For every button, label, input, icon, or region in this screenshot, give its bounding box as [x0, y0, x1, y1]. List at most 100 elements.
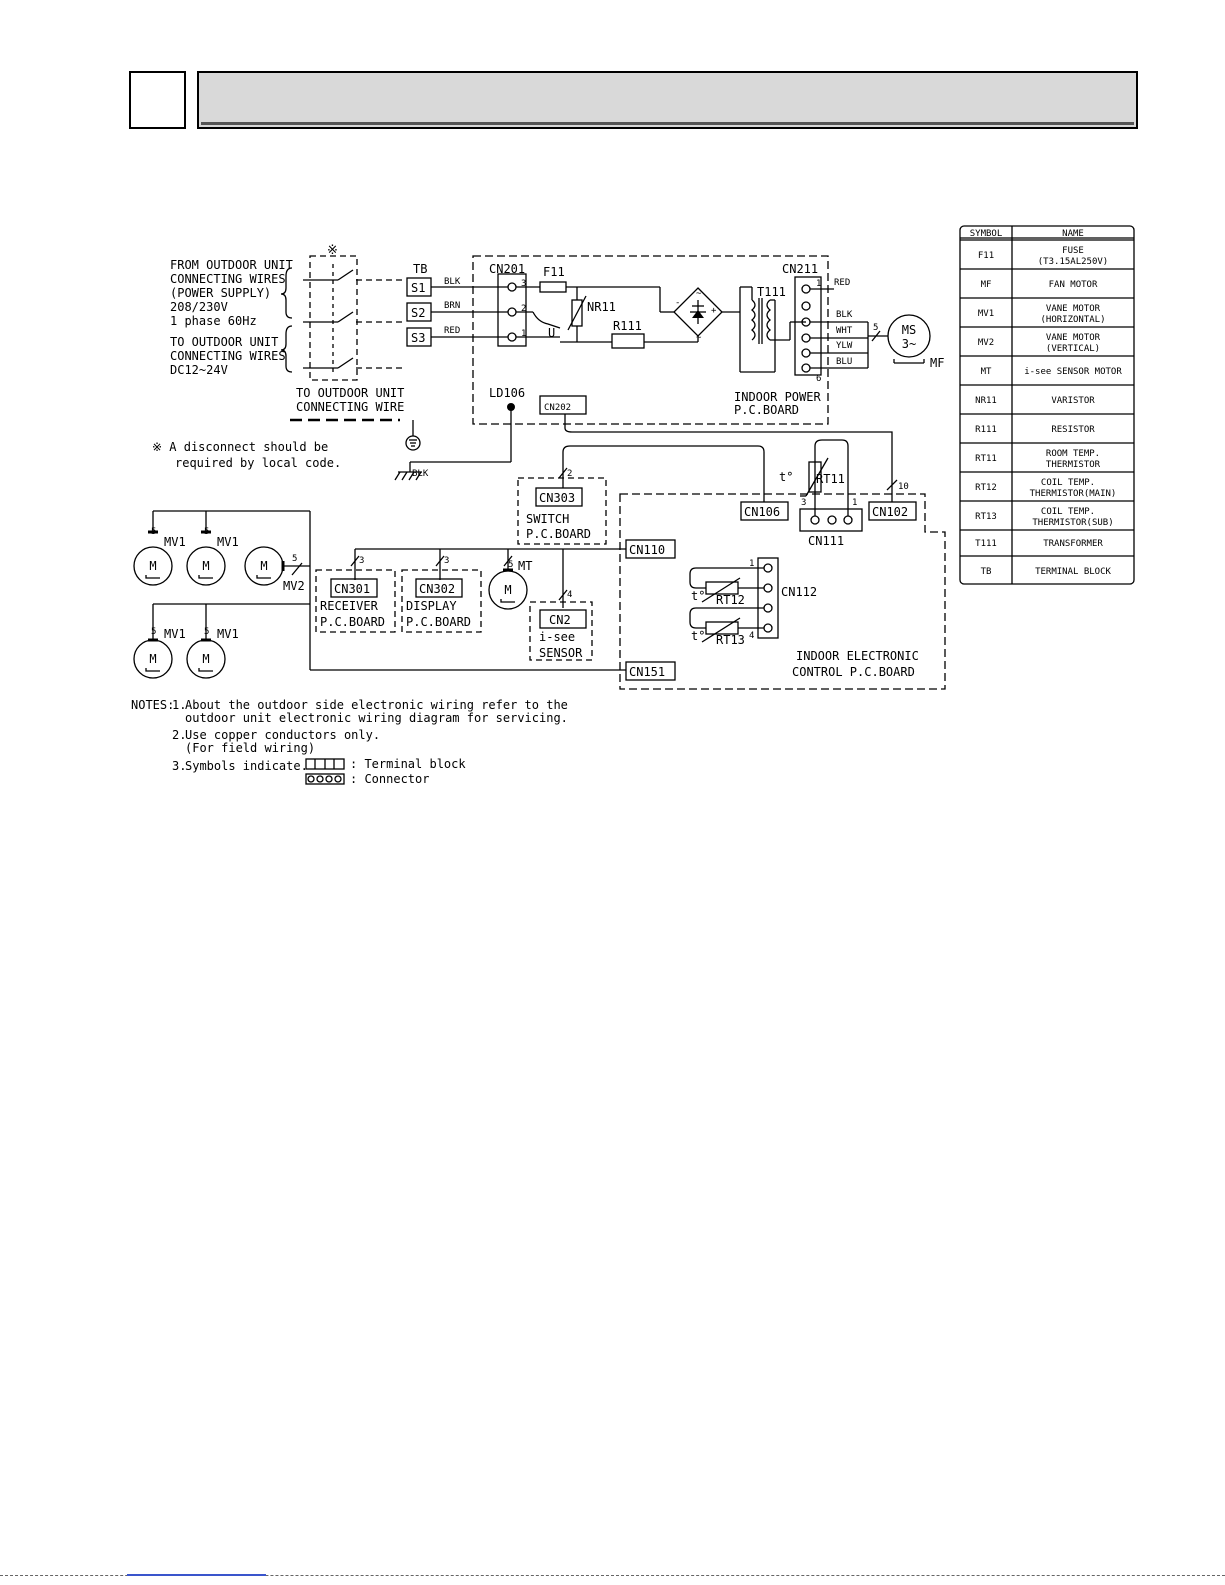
svg-text:RT13: RT13: [975, 512, 997, 522]
svg-text:TO OUTDOOR UNIT: TO OUTDOOR UNIT: [170, 335, 278, 349]
svg-text:TO OUTDOOR UNIT: TO OUTDOOR UNIT: [296, 386, 404, 400]
svg-text:CONNECTING WIRES: CONNECTING WIRES: [170, 349, 286, 363]
page-bottom-rule: [0, 1575, 1225, 1576]
svg-text:CN106: CN106: [744, 505, 780, 519]
svg-text:1: 1: [749, 559, 754, 569]
svg-text:+: +: [711, 306, 717, 316]
svg-text:R111: R111: [613, 319, 642, 333]
control-board-text: CN106 CN102 10 CN111 3 1 RT11 t° CN110 C…: [629, 470, 919, 679]
svg-text:U: U: [548, 326, 555, 340]
svg-text:5: 5: [151, 627, 156, 637]
svg-text:CN151: CN151: [629, 665, 665, 679]
svg-text:MV1: MV1: [164, 535, 186, 549]
svg-text:RT11: RT11: [816, 472, 845, 486]
svg-text:1: 1: [852, 498, 857, 508]
svg-text:COIL TEMP.: COIL TEMP.: [1041, 478, 1095, 488]
page-bottom-link-line: [127, 1574, 266, 1576]
svg-text:CN111: CN111: [808, 534, 844, 548]
svg-text:P.C.BOARD: P.C.BOARD: [526, 527, 591, 541]
cn302-connector: [415, 578, 463, 598]
svg-text:outdoor unit electronic wiring: outdoor unit electronic wiring diagram f…: [185, 711, 568, 725]
svg-text:t°: t°: [691, 629, 705, 643]
notes: NOTES: 1. About the outdoor side electro…: [131, 698, 568, 786]
fan-motor-mf: [887, 314, 931, 358]
svg-text:CN102: CN102: [872, 505, 908, 519]
svg-text:6: 6: [816, 374, 821, 384]
power-board-text: CN201 3 2 1 F11 NR11 U R111 T111 CN211 1…: [489, 262, 821, 417]
svg-text:RT12: RT12: [716, 593, 745, 607]
cn111-connector: [799, 508, 863, 532]
svg-text:CN201: CN201: [489, 262, 525, 276]
svg-text:required by local code.: required by local code.: [175, 456, 341, 470]
svg-text:BLK: BLK: [412, 469, 429, 479]
svg-text:S3: S3: [411, 331, 425, 345]
svg-text:DISPLAY: DISPLAY: [406, 599, 457, 613]
svg-text:T111: T111: [757, 285, 786, 299]
svg-text:TERMINAL BLOCK: TERMINAL BLOCK: [1035, 567, 1111, 577]
svg-text:M: M: [202, 559, 209, 573]
svg-text:BLK: BLK: [444, 277, 461, 287]
svg-text:i-see SENSOR MOTOR: i-see SENSOR MOTOR: [1024, 367, 1122, 377]
svg-text:3.: 3.: [172, 759, 186, 773]
svg-text:3: 3: [521, 279, 526, 289]
svg-text:5: 5: [204, 527, 209, 537]
svg-text:~: ~: [696, 333, 702, 343]
cn201-connector: [497, 273, 527, 347]
svg-text:(VERTICAL): (VERTICAL): [1046, 344, 1100, 354]
legend-text: SYMBOL NAME F11 FUSE (T3.15AL250V) MF FA…: [970, 229, 1123, 577]
svg-text:Use copper conductors only.: Use copper conductors only.: [185, 728, 380, 742]
svg-text:ROOM TEMP.: ROOM TEMP.: [1046, 449, 1100, 459]
cn301-connector: [330, 578, 378, 598]
control-board: [619, 493, 946, 690]
svg-text:3: 3: [801, 498, 806, 508]
indoor-power-board: [472, 255, 829, 425]
svg-text:RT12: RT12: [975, 483, 997, 493]
svg-text:2: 2: [521, 304, 526, 314]
svg-text:CN110: CN110: [629, 543, 665, 557]
svg-text:RT13: RT13: [716, 633, 745, 647]
svg-text:CN211: CN211: [782, 262, 818, 276]
svg-text:5: 5: [508, 560, 513, 570]
svg-text:CN2: CN2: [549, 613, 571, 627]
cn211-connector: [794, 276, 822, 376]
svg-text:3~: 3~: [902, 337, 916, 351]
svg-text:FROM OUTDOOR UNIT: FROM OUTDOOR UNIT: [170, 258, 293, 272]
svg-text:CONNECTING WIRE: CONNECTING WIRE: [296, 400, 404, 414]
svg-text:SYMBOL: SYMBOL: [970, 229, 1003, 239]
isee-sensor: [529, 601, 593, 661]
svg-text:(T3.15AL250V): (T3.15AL250V): [1038, 257, 1108, 267]
svg-text:CN112: CN112: [781, 585, 817, 599]
svg-text:S1: S1: [411, 281, 425, 295]
cn106-connector: [740, 501, 789, 521]
supply-text: FROM OUTDOOR UNIT CONNECTING WIRES (POWE…: [152, 243, 404, 470]
svg-text:P.C.BOARD: P.C.BOARD: [320, 615, 385, 629]
svg-text:M: M: [504, 583, 511, 597]
cn202-connector: [539, 395, 587, 415]
svg-text:3: 3: [359, 556, 364, 566]
section-number-box: [129, 71, 186, 129]
svg-text:5: 5: [204, 627, 209, 637]
svg-text:3: 3: [444, 556, 449, 566]
svg-text:About the outdoor side electro: About the outdoor side electronic wiring…: [185, 698, 568, 712]
svg-text:5: 5: [151, 527, 156, 537]
svg-text:M: M: [149, 652, 156, 666]
svg-text:1 phase 60Hz: 1 phase 60Hz: [170, 314, 257, 328]
svg-text:T111: T111: [975, 539, 997, 549]
small-boards-text: CN301 RECEIVER P.C.BOARD 3 CN302 DISPLAY…: [320, 556, 583, 660]
svg-text:※: ※: [327, 243, 338, 258]
cn151-connector: [625, 661, 676, 681]
svg-text:4: 4: [749, 631, 754, 641]
svg-text:TB: TB: [981, 567, 992, 577]
svg-text:RESISTOR: RESISTOR: [1051, 425, 1095, 435]
svg-text:MF: MF: [981, 280, 992, 290]
svg-text:YLW: YLW: [836, 341, 853, 351]
svg-text:THERMISTOR(SUB): THERMISTOR(SUB): [1032, 518, 1113, 528]
svg-text:NOTES:: NOTES:: [131, 698, 174, 712]
fuse-f11: [539, 281, 567, 293]
svg-text:MV1: MV1: [217, 627, 239, 641]
vane-motor-mv1: [186, 639, 226, 679]
thermistor-rt11: [808, 461, 822, 493]
motor-text: M M M M M M MV1 MV1 MV2 MV1 MV1 MT 5 5 5…: [149, 527, 532, 666]
svg-text:Symbols indicate.: Symbols indicate.: [185, 759, 308, 773]
